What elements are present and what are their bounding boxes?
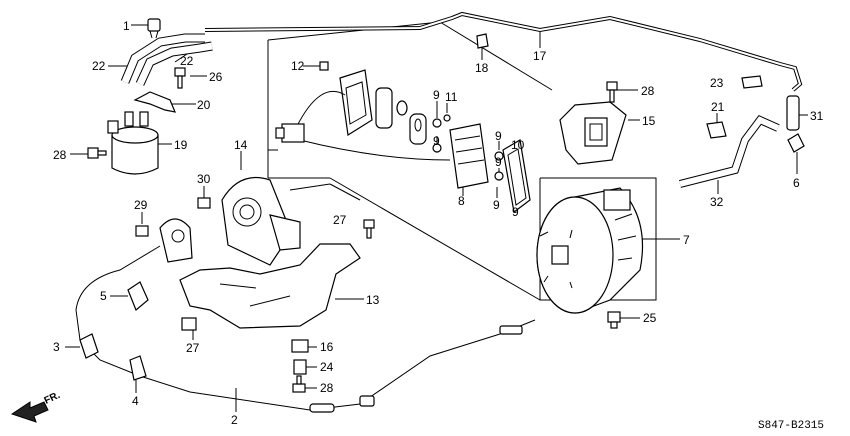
callout-17: 17	[533, 49, 547, 63]
clip-5	[127, 281, 149, 311]
bolt-28-left	[87, 147, 107, 159]
clip-4	[129, 355, 147, 381]
callout-13: 13	[366, 293, 380, 307]
callout-2: 2	[231, 413, 238, 427]
callout-4: 4	[132, 394, 139, 408]
bolt-29	[135, 225, 149, 237]
callout-12: 12	[291, 59, 305, 73]
callout-9: 9	[495, 129, 502, 143]
callout-15: 15	[642, 114, 656, 128]
clip-21	[706, 121, 727, 139]
canister-19	[107, 111, 159, 175]
callout-27: 27	[333, 213, 347, 227]
hose-32	[679, 115, 780, 188]
front-label: FR.	[43, 390, 62, 407]
callout-8: 8	[458, 194, 465, 208]
callout-16: 16	[320, 340, 334, 354]
clip-1	[147, 18, 161, 39]
connector-15	[559, 101, 627, 165]
callout-1: 1	[123, 19, 130, 33]
bolt-26	[174, 67, 186, 89]
callout-28: 28	[641, 84, 655, 98]
callout-30: 30	[197, 172, 211, 186]
fastener-stack	[291, 339, 309, 393]
callout-23: 23	[710, 76, 724, 90]
hose-31	[786, 95, 800, 131]
bolt-27-upper	[363, 219, 375, 239]
bracket-14	[221, 176, 361, 266]
callout-18: 18	[475, 61, 489, 75]
actuator-assembly	[275, 61, 531, 214]
front-direction-arrow	[10, 401, 49, 423]
clip-3	[79, 333, 99, 359]
vacuum-tank-7	[536, 187, 643, 314]
callout-21: 21	[711, 100, 725, 114]
callout-28: 28	[53, 148, 67, 162]
bolt-27-lower	[181, 317, 197, 331]
callout-9: 9	[433, 88, 440, 102]
callout-9: 9	[433, 134, 440, 148]
callout-9: 9	[495, 155, 502, 169]
bolt-30	[197, 197, 211, 209]
vacuum-pipe-17	[204, 11, 803, 92]
bolt-25	[607, 311, 621, 329]
clip-18	[476, 33, 489, 49]
callout-22: 22	[92, 59, 106, 73]
bolt-28-right	[606, 81, 618, 103]
callout-7: 7	[683, 233, 690, 247]
callout-29: 29	[134, 198, 148, 212]
callout-20: 20	[197, 98, 211, 112]
diagram-code: S847-B2315	[758, 420, 824, 432]
callout-14: 14	[234, 138, 248, 152]
fitting-6	[787, 133, 805, 162]
callout-19: 19	[174, 138, 188, 152]
callout-9: 9	[512, 205, 519, 219]
callout-labels: 1 22 22 26 20 19 28 12 9 11 9 9 9 9 9 10…	[53, 19, 824, 427]
callout-27: 27	[186, 341, 200, 355]
callout-6: 6	[793, 176, 800, 190]
cable-2	[309, 319, 536, 413]
callout-5: 5	[100, 289, 107, 303]
callout-25: 25	[643, 311, 657, 325]
bracket-20	[133, 91, 176, 113]
callout-32: 32	[710, 195, 724, 209]
callout-28: 28	[320, 381, 334, 395]
callout-10: 10	[511, 138, 525, 152]
callout-31: 31	[810, 109, 824, 123]
callout-24: 24	[320, 360, 334, 374]
callout-26: 26	[209, 70, 223, 84]
callout-22: 22	[180, 54, 194, 68]
hose-22	[120, 33, 213, 86]
callout-11: 11	[445, 90, 458, 104]
clip-23	[741, 75, 763, 89]
callout-3: 3	[53, 340, 60, 354]
callout-9: 9	[493, 198, 500, 212]
bracket-13	[179, 243, 361, 329]
